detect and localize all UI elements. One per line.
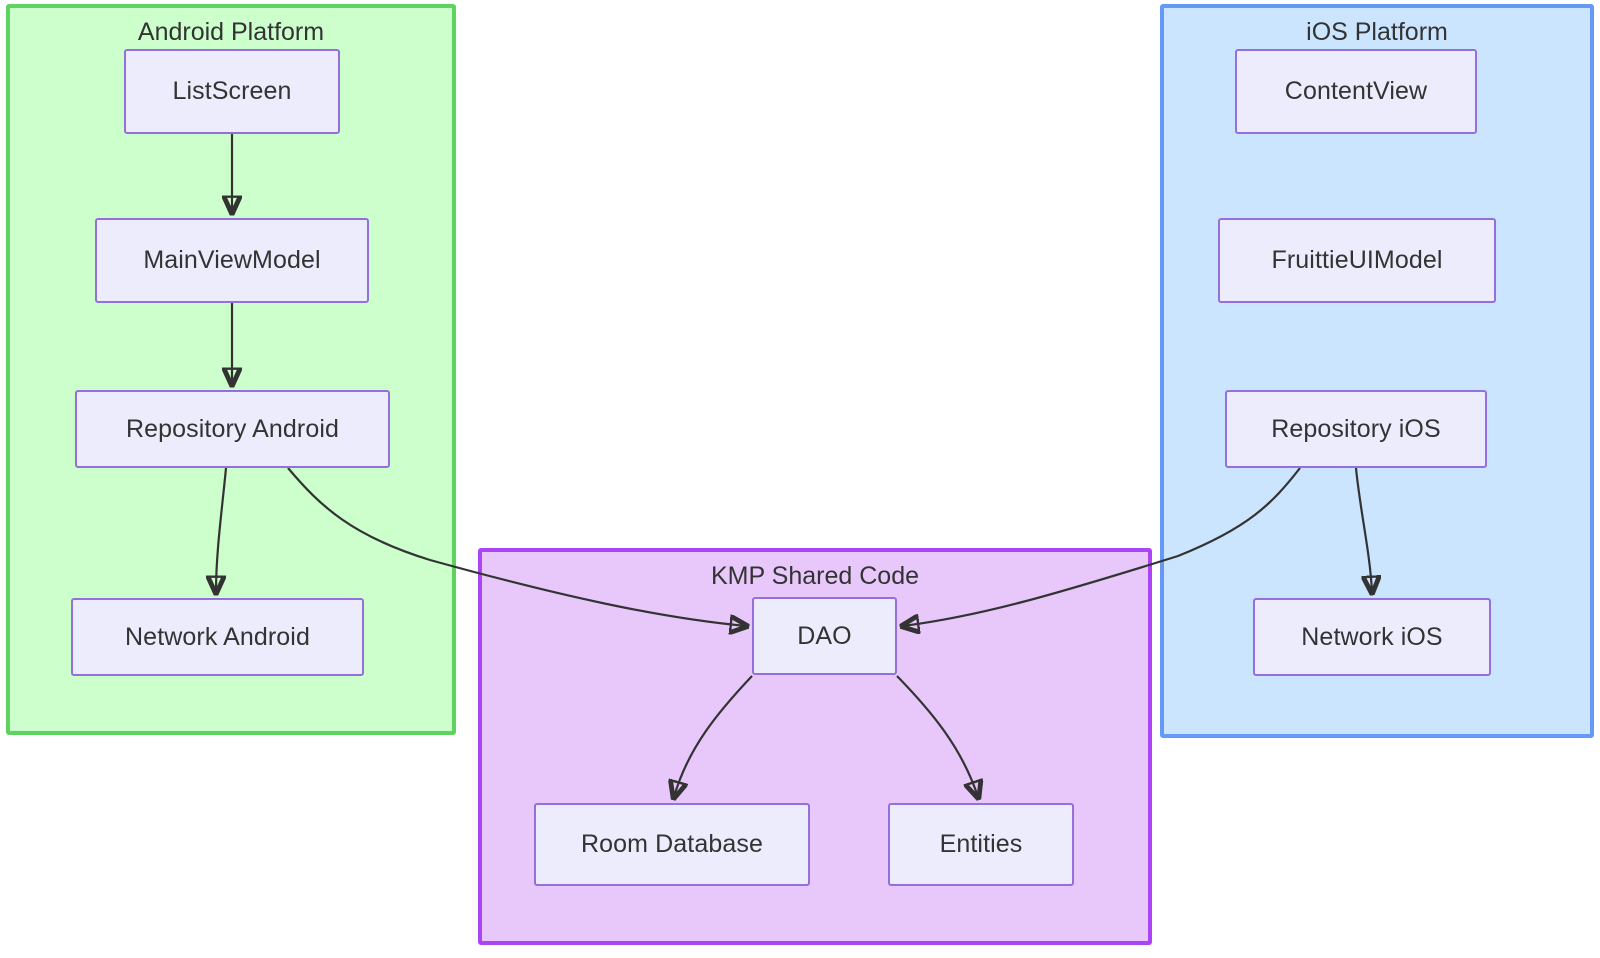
node-entities[interactable]: Entities [888,803,1074,886]
node-repository-android-label: Repository Android [125,414,340,443]
node-mainviewmodel[interactable]: MainViewModel [95,218,369,303]
node-dao-label: DAO [797,621,852,650]
node-mainviewmodel-label: MainViewModel [143,246,321,274]
node-contentview-label: ContentView [1284,77,1428,105]
node-network-android-label: Network Android [125,622,310,651]
node-contentview[interactable]: ContentView [1235,49,1477,134]
node-listscreen-label: ListScreen [172,77,292,105]
node-fruittieuimodel[interactable]: FruittieUIModel [1218,218,1496,303]
node-room-database[interactable]: Room Database [534,803,810,886]
node-network-ios[interactable]: Network iOS [1253,598,1491,676]
node-repository-ios-label: Repository iOS [1271,414,1441,443]
cluster-kmp-shared-code-title: KMP Shared Code [711,562,919,590]
node-dao[interactable]: DAO [752,597,897,675]
node-fruittieuimodel-label: FruittieUIModel [1271,246,1443,274]
cluster-android-platform-title: Android Platform [137,18,325,46]
node-network-ios-label: Network iOS [1301,622,1443,651]
node-room-database-label: Room Database [581,830,763,858]
node-entities-label: Entities [939,830,1023,858]
node-network-android[interactable]: Network Android [71,598,364,676]
node-repository-ios[interactable]: Repository iOS [1225,390,1487,468]
node-repository-android[interactable]: Repository Android [75,390,390,468]
node-listscreen[interactable]: ListScreen [124,49,340,134]
cluster-ios-platform-title: iOS Platform [1306,18,1448,46]
